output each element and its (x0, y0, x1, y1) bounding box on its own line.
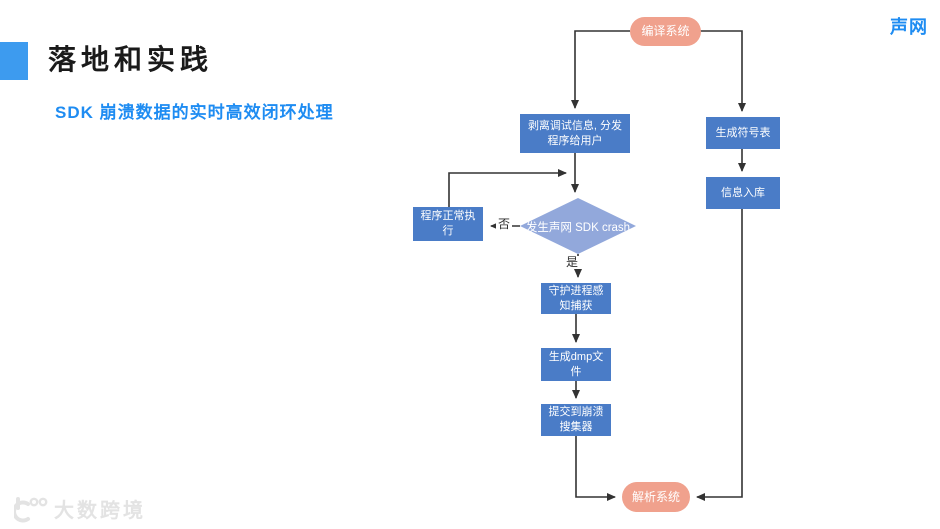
node-program-normal-run: 程序正常执行 (413, 207, 483, 241)
edge-compile-to-strip (571, 30, 630, 109)
title-accent-square (0, 42, 28, 80)
decision-crash-label: 发生声网 SDK crash (525, 222, 631, 234)
edge-compile-to-symbol (700, 30, 746, 112)
node-compile-system: 编译系统 (630, 17, 701, 46)
page-subtitle: SDK 崩溃数据的实时高效闭环处理 (55, 103, 334, 122)
node-generate-dmp: 生成dmp文件 (541, 348, 611, 381)
edge-store-to-parse (696, 209, 743, 501)
watermark-text: 大数跨境 (54, 500, 146, 522)
edge-label-no: 否 (496, 217, 513, 232)
node-parse-system: 解析系统 (622, 482, 690, 512)
agora-logo: 声网 (890, 17, 928, 37)
watermark: 大数跨境 (14, 494, 146, 523)
node-strip-debug-info: 剥离调试信息, 分发程序给用户 (520, 114, 630, 153)
node-daemon-capture: 守护进程感知捕获 (541, 283, 611, 314)
dashukuajing-logo-icon (14, 497, 48, 523)
node-submit-collector: 提交到崩溃搜集器 (541, 404, 611, 436)
decision-diamond (520, 198, 636, 254)
edge-normal-loopback (448, 169, 567, 207)
node-info-into-db: 信息入库 (706, 177, 780, 209)
node-generate-symbol-table: 生成符号表 (706, 117, 780, 149)
edge-label-yes: 是 (564, 255, 581, 270)
page-title: 落地和实践 (48, 44, 214, 75)
edge-submit-to-parse (575, 436, 616, 501)
